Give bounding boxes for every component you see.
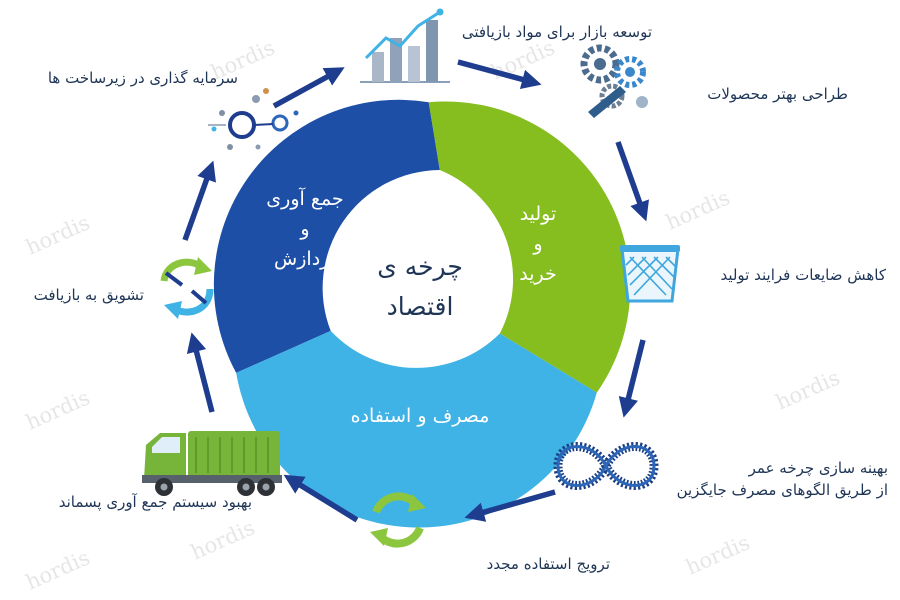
step-label-collect: بهبود سیستم جمع آوری پسماند [58,493,252,511]
watermark: hordis [772,365,843,414]
center-title-line-2: اقتصاد [387,292,454,321]
step-label-lifecycle-line-2: از طریق الگوهای مصرف جایگزین [676,480,888,499]
segment-production [428,101,631,393]
segment-consumption [236,330,597,528]
segment-production-line-3: خرید [519,263,557,285]
flow-arrows [182,59,649,523]
segment-collection-line-3: پردازش [274,248,336,270]
step-label-invest: سرمایه گذاری در زیرساخت ها [47,69,238,87]
waste-basket-icon [620,245,680,303]
segment-collection [213,99,440,373]
flow-arrow [457,59,542,89]
segment-collection-label: جمع آوری و پردازش [266,186,343,270]
flow-arrow [618,339,646,418]
flow-arrow [283,474,359,523]
watermark: hordis [187,515,258,564]
segment-collection-line-1: جمع آوری [266,186,343,210]
step-label-design: طراحی بهتر محصولات [707,85,848,103]
step-label-encourage: تشویق به بازیافت [33,286,144,304]
segment-production-label: تولید و خرید [519,203,557,285]
network-nodes-icon [208,88,299,150]
circular-arrows-icon [160,257,214,319]
step-label-waste: کاهش ضایعات فرایند تولید [720,266,886,284]
flow-arrow [272,67,345,109]
segment-consumption-label: مصرف و استفاده [351,405,490,427]
center-title-line-1: چرخه ی [377,252,463,281]
watermark: hordis [22,385,93,434]
step-label-lifecycle: بهینه سازی چرخه عمر از طریق الگوهای مصرف… [677,458,888,502]
flow-arrow [182,160,216,241]
watermark: hordis [662,185,733,234]
flow-arrow [186,332,215,413]
segment-production-line-1: تولید [520,203,557,225]
step-label-market: توسعه بازار برای مواد بازیافتی [461,23,652,41]
step-label-reuse: ترویج استفاده مجدد [486,555,610,573]
garbage-truck-icon [142,431,282,496]
watermark: hordis [682,530,753,579]
flow-arrow [464,489,556,522]
segment-collection-line-2: و [299,218,309,240]
watermark: hordis [22,210,93,259]
watermark: hordis [22,545,93,594]
flow-arrow [615,141,649,222]
gears-icon [580,44,648,118]
infinity-icon [553,442,659,490]
recycle-arrows-icon [370,492,426,548]
segment-production-line-2: و [532,233,542,255]
step-label-lifecycle-line-1: بهینه سازی چرخه عمر [748,459,888,477]
bar-chart-growth-icon [360,8,450,83]
